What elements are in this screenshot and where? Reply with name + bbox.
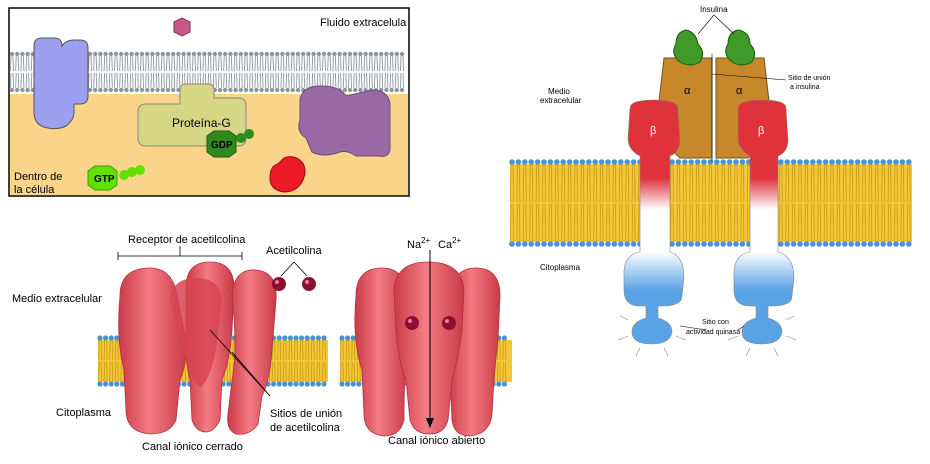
achr-closed-channel — [118, 261, 277, 435]
gtp-molecule: GTP — [87, 165, 145, 191]
kinase-rays-left — [617, 315, 687, 357]
gdp-molecule: GDP — [206, 129, 254, 158]
insulin-binding-label-line1: Sitio de unión — [788, 75, 831, 82]
transmembrane-receptor — [33, 37, 89, 130]
bound-ach-ball — [442, 316, 456, 330]
alpha-label-left: α — [684, 85, 691, 97]
kinase-rays-right — [727, 315, 797, 357]
g-protein-label: Proteína-G — [172, 116, 231, 130]
kinase-label-line1: Sitio con — [702, 319, 729, 326]
ligand-hexagon — [173, 17, 191, 37]
binding-sites-label-line2: de acetilcolina — [270, 422, 341, 434]
insulin-molecule-right — [725, 29, 756, 66]
kinase-label-line2: actividad quinasa — [686, 329, 740, 336]
achr-panel: Na2+ Ca2+ Receptor de acetilcolina Aceti… — [12, 234, 512, 453]
closed-channel-label: Canal iónico cerrado — [142, 441, 243, 453]
insulin-inside-label: Citoplasma — [540, 263, 581, 272]
insulin-label: Insulina — [700, 5, 728, 14]
insulin-binding-label-line2: a insulina — [790, 84, 820, 91]
insulin-membrane — [509, 159, 912, 247]
ach-ball — [302, 277, 316, 291]
achr-inside-label: Citoplasma — [56, 407, 112, 419]
ion-flow-arrow — [426, 250, 434, 428]
gdp-label: GDP — [211, 140, 233, 151]
acetylcholine-label: Acetilcolina — [266, 245, 323, 257]
insulin-molecule-left — [673, 29, 704, 66]
sodium-ion-label: Na2+ — [407, 236, 431, 251]
beta-subunit-left — [623, 99, 685, 345]
beta-label-left: β — [650, 125, 656, 137]
insulin-panel: α α β β Insulina Sitio de — [509, 5, 912, 357]
binding-sites-label-line1: Sitios de unión — [270, 408, 342, 420]
ach-ball — [272, 277, 286, 291]
alpha-label-right: α — [736, 85, 743, 97]
gprotein-panel: Proteína-G GDP GTP Fluido extracelula De… — [8, 7, 410, 197]
red-ligand — [269, 156, 306, 193]
inside-cell-label-line2: la célula — [14, 184, 55, 196]
receptor-label: Receptor de acetilcolina — [128, 234, 246, 246]
bound-ach-ball — [405, 316, 419, 330]
binding-site-pointers — [209, 329, 271, 397]
calcium-ion-label: Ca2+ — [438, 236, 462, 251]
extracellular-fluid-label: Fluido extracelula — [320, 17, 407, 29]
beta-label-right: β — [758, 125, 764, 137]
achr-outside-label: Medio extracelular — [12, 293, 102, 305]
insulin-outside-label-line2: extracelular — [540, 96, 582, 105]
open-channel-label: Canal iónico abierto — [388, 435, 485, 447]
beta-subunit-right — [733, 99, 795, 345]
receptor-bracket — [117, 246, 243, 260]
insulin-outside-label-line1: Medio — [548, 87, 570, 96]
achr-open-channel — [354, 261, 501, 437]
gtp-label: GTP — [94, 174, 115, 185]
purple-effector-protein — [298, 85, 391, 157]
inside-cell-label-line1: Dentro de — [14, 171, 62, 183]
acetylcholine-molecules — [272, 261, 316, 291]
